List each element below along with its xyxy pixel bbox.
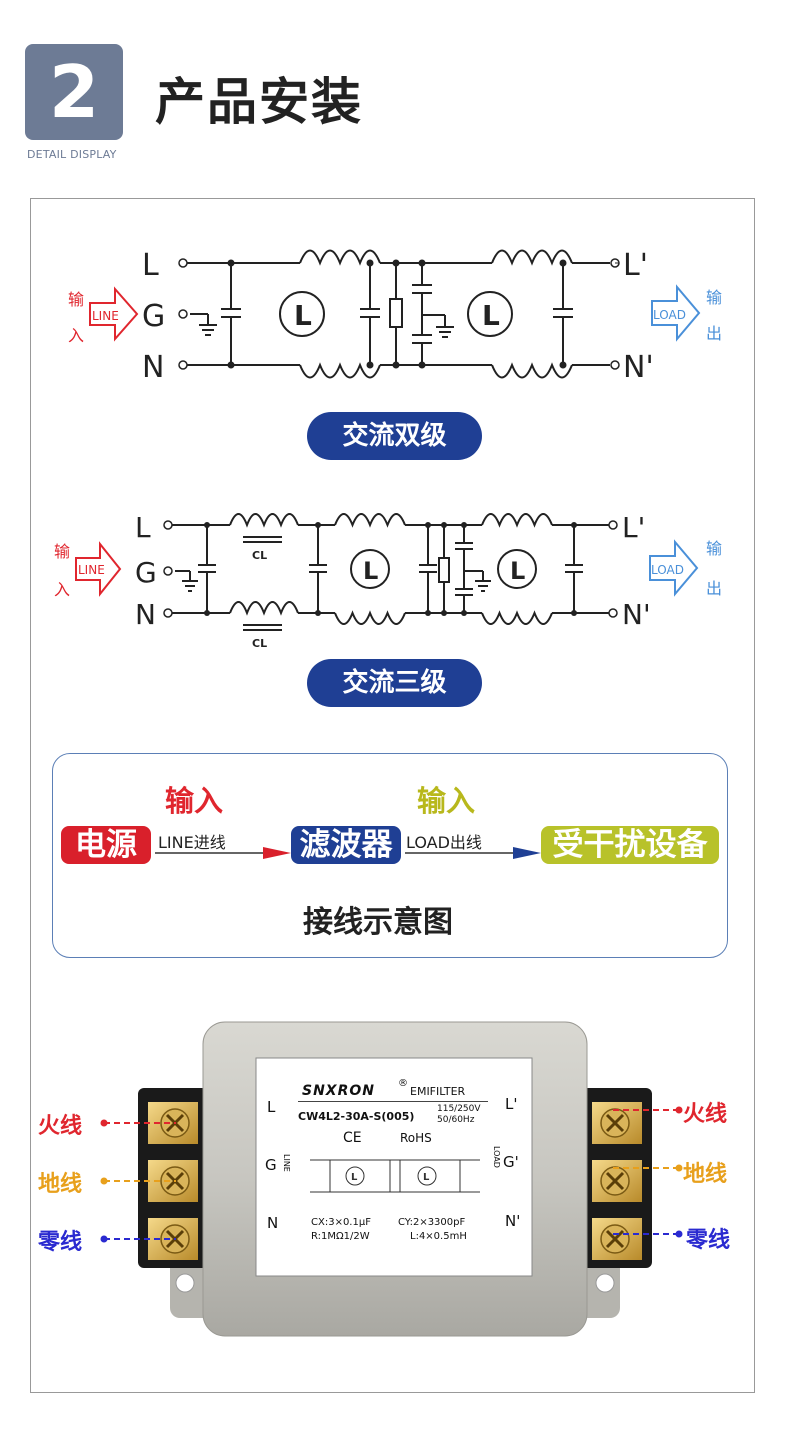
output-label-top: 输 [706, 288, 722, 307]
spec-cy: CY:2×3300pF [398, 1217, 466, 1228]
line-vertical-label: LINE [282, 1154, 291, 1172]
wire-label-live-right: 火线 [683, 1102, 728, 1127]
output-label-top: 输 [706, 539, 722, 558]
content-frame [30, 198, 755, 1393]
svg-text:L: L [294, 299, 312, 332]
input-heading-1: 输入 [165, 784, 224, 818]
svg-text:L: L [423, 1172, 430, 1183]
input-label-top: 输 [68, 290, 84, 309]
section-subtitle: DETAIL DISPLAY [27, 148, 117, 161]
label-terminal-n-out: N' [505, 1212, 521, 1230]
ce-mark: CE [343, 1130, 362, 1146]
frequency-rating: 50/60Hz [437, 1115, 475, 1125]
voltage-rating: 115/250V [437, 1104, 481, 1114]
wire-pointers-left [100, 1119, 176, 1243]
input-heading-2: 输入 [417, 784, 476, 818]
rohs-mark: RoHS [400, 1131, 432, 1145]
device-box: 受干扰设备 [541, 826, 719, 864]
label-terminal-l-out: L' [505, 1095, 518, 1113]
caption-two-stage: 交流双级 [307, 412, 482, 460]
wire-label-earth-right: 地线 [683, 1162, 728, 1187]
svg-text:L: L [482, 299, 500, 332]
brand-logo: SNXRON [302, 1083, 375, 1099]
arrow-line-in [155, 847, 291, 859]
wire-label-neutral-left: 零线 [38, 1230, 83, 1255]
arrow-load-out [405, 847, 541, 859]
input-label-bottom: 入 [68, 326, 84, 345]
label-divider [298, 1101, 488, 1102]
line-in-label: LINE进线 [158, 833, 226, 852]
label-terminal-l: L [267, 1098, 276, 1116]
load-vertical-label: LOAD [492, 1146, 501, 1168]
wiring-caption: 接线示意图 [303, 905, 453, 940]
output-label-bottom: 出 [706, 324, 722, 343]
input-label-bottom: 入 [54, 580, 70, 599]
wire-label-neutral-right: 零线 [686, 1228, 731, 1253]
section-number-badge: 2 [25, 44, 123, 140]
circuit-diagram-three-stage: L L CL CL L G N L' N' LINE 输 入 LOAD 输 出 [54, 511, 722, 650]
svg-text:L: L [510, 557, 525, 585]
terminal-l-in: L [142, 248, 159, 283]
spec-r: R:1MΩ1/2W [311, 1231, 370, 1242]
label-mini-schematic: L L [310, 1159, 480, 1193]
terminal-n-in: N [142, 350, 164, 385]
label-terminal-n: N [267, 1214, 279, 1232]
svg-text:LINE: LINE [92, 309, 119, 323]
wire-label-live-left: 火线 [38, 1114, 83, 1139]
svg-text:LINE: LINE [78, 563, 105, 577]
terminal-g-in: G [142, 299, 165, 334]
filter-box: 滤波器 [291, 826, 401, 864]
wiring-diagram-panel: 输入 输入 电源 LINE进线 滤波器 LOAD出线 受干扰设备 接线示意图 [52, 753, 728, 958]
terminal-l-out: L' [623, 248, 648, 283]
coil-label-top: CL [252, 549, 267, 562]
svg-text:LOAD: LOAD [651, 563, 684, 577]
line-arrow-icon: LINE [89, 286, 139, 342]
terminal-g-in: G [135, 556, 157, 589]
terminal-n-out: N' [623, 350, 654, 385]
label-terminal-g-out: G' [503, 1153, 519, 1171]
label-terminal-g: G [265, 1156, 277, 1174]
coil-label-bottom: CL [252, 637, 267, 650]
spec-cx: CX:3×0.1μF [311, 1217, 371, 1228]
page-title: 产品安装 [155, 73, 363, 131]
circuit-diagram-two-stage: L L L G N L' N' LINE 输 入 LOAD 输 出 [68, 248, 722, 385]
model-number: CW4L2-30A-S(005) [298, 1110, 415, 1123]
terminal-l-in: L [135, 511, 151, 544]
brand-suffix: EMIFILTER [410, 1085, 466, 1098]
load-arrow-icon: LOAD [651, 284, 701, 342]
output-label-bottom: 出 [706, 579, 722, 598]
wire-pointers-right [613, 1106, 683, 1238]
svg-text:L: L [351, 1172, 358, 1183]
caption-three-stage: 交流三级 [307, 659, 482, 707]
terminal-n-in: N [135, 598, 156, 631]
wire-label-earth-left: 地线 [38, 1172, 83, 1197]
load-arrow-icon: LOAD [649, 539, 699, 597]
line-arrow-icon: LINE [75, 541, 122, 597]
load-out-label: LOAD出线 [406, 833, 482, 852]
svg-text:L: L [363, 557, 378, 585]
registered-mark: ® [398, 1078, 408, 1089]
svg-text:LOAD: LOAD [653, 308, 686, 322]
spec-l: L:4×0.5mH [410, 1231, 467, 1242]
input-label-top: 输 [54, 542, 70, 561]
terminal-n-out: N' [622, 598, 651, 631]
power-source-box: 电源 [61, 826, 151, 864]
terminal-l-out: L' [622, 511, 645, 544]
